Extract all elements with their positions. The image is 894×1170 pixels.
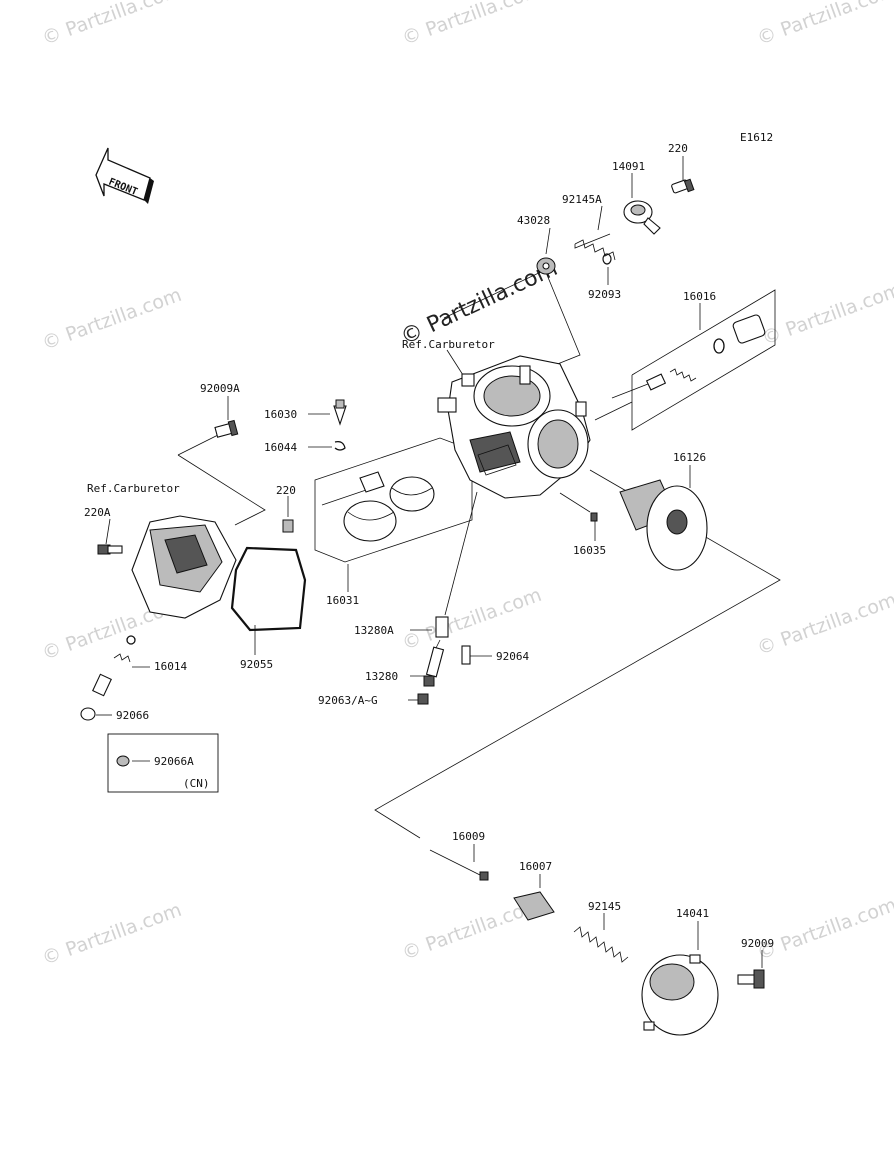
leader-lines [96,156,781,968]
label-16035: 16035 [573,544,606,557]
label-16007: 16007 [519,860,552,873]
jet-set [417,616,471,705]
label-16044: 16044 [264,441,297,454]
label-14041: 14041 [676,907,709,920]
watermark: © Partzilla.com [759,279,894,350]
needle-16009 [429,849,489,881]
pilot-screw-16016 [611,314,766,399]
watermark: © Partzilla.com [39,284,184,355]
label-220-mid: 220 [276,484,296,497]
spring-92145A [574,233,616,261]
label-220-top: 220 [668,142,688,155]
gasket-92055 [230,546,307,632]
label-92063: 92063/A~G [318,694,378,707]
plug-92066A [116,755,130,767]
label-16030: 16030 [264,408,297,421]
label-92145A: 92145A [562,193,602,206]
carburetor-body [437,355,591,499]
label-13280A: 13280A [354,624,394,637]
holder-16007 [513,891,555,921]
watermark: © Partzilla.com [754,894,894,965]
plug-92066 [80,707,96,721]
label-92009A: 92009A [200,382,240,395]
oring-92093 [602,253,612,265]
screw-92009A [214,419,239,438]
label-220A: 220A [84,506,111,519]
label-92066A: 92066A [154,755,194,768]
float-16031 [321,471,435,542]
cover-14091 [623,200,661,235]
jet-16035 [590,512,598,522]
label-92145: 92145 [588,900,621,913]
top-cover-14041 [641,954,719,1036]
diaphragm-16126 [619,479,708,571]
diagram-code: E1612 [740,131,773,144]
label-16016: 16016 [683,290,716,303]
float-bowl [131,515,237,619]
label-16031: 16031 [326,594,359,607]
label-cn: (CN) [183,777,210,790]
label-43028: 43028 [517,214,550,227]
label-ref-carburetor-1: Ref.Carburetor [402,338,495,351]
drain-screw-16014 [92,635,136,697]
spring-92145 [573,926,629,963]
label-92093: 92093 [588,288,621,301]
disc-43028 [536,257,556,275]
front-arrow: FRONT [95,147,154,204]
screw-92009 [737,969,765,989]
part-labels: 220 14091 92145A 43028 92093 16016 Ref.C… [84,142,774,950]
bolt-220-top [671,178,695,194]
screw-220A [97,544,123,555]
label-92066: 92066 [116,709,149,722]
label-16009: 16009 [452,830,485,843]
watermark: © Partzilla.com [399,584,544,655]
label-13280: 13280 [365,670,398,683]
label-92055: 92055 [240,658,273,671]
label-92009: 92009 [741,937,774,950]
cn-inset-box [107,733,219,793]
watermark: © Partzilla.com [399,0,544,50]
float-valve-16030 [333,399,347,426]
watermark: © Partzilla.com [754,0,894,50]
screw-220-mid [282,519,294,533]
label-16126: 16126 [673,451,706,464]
watermark-center: © Partzilla.com [397,256,561,350]
label-16014: 16014 [154,660,187,673]
watermark: © Partzilla.com [754,589,894,660]
clip-16044 [334,441,346,451]
watermark: © Partzilla.com [39,0,184,50]
label-ref-carburetor-2: Ref.Carburetor [87,482,180,495]
part-shapes [80,178,766,1036]
label-92064: 92064 [496,650,529,663]
watermark: © Partzilla.com [39,899,184,970]
label-14091: 14091 [612,160,645,173]
